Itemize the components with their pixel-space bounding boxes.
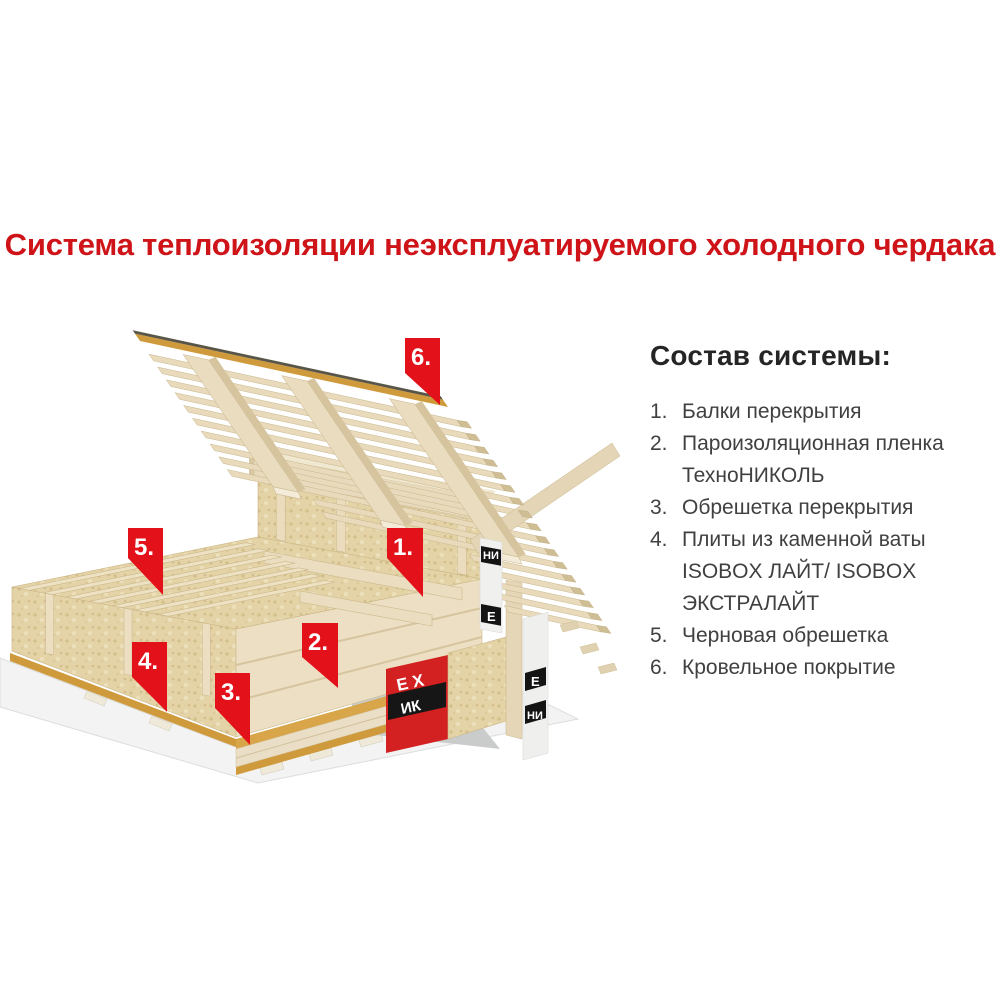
marker-3-flag [215, 673, 250, 745]
legend-item-number: 5. [650, 624, 668, 647]
marker-3-number: 3. [221, 679, 241, 706]
marker-2-flag [302, 623, 338, 688]
legend-item-number: 2. [650, 432, 668, 455]
legend-list: 1. Балки перекрытия 2. Пароизоляционная … [650, 396, 985, 684]
marker-5: 5. [128, 528, 163, 595]
insulation-system-diagram: Е Х ИК [0, 330, 620, 784]
marker-4-number: 4. [138, 648, 158, 675]
legend-item-label: Черновая обрешетка [682, 624, 889, 647]
marker-2-number: 2. [308, 629, 328, 656]
legend-item-number: 6. [650, 656, 668, 679]
marker-4: 4. [132, 642, 167, 712]
legend-item-number: 3. [650, 496, 668, 519]
brand-film-strip-lower: Е НИ [522, 611, 549, 761]
marker-5-flag [128, 528, 163, 595]
marker-3: 3. [215, 673, 250, 745]
marker-6-number: 6. [411, 344, 431, 371]
marker-5-number: 5. [134, 534, 154, 561]
legend-item-label: Кровельное покрытие [682, 656, 896, 679]
marker-1-flag [387, 528, 423, 597]
film-letter: Е [531, 674, 540, 689]
legend-item-1: 1. Балки перекрытия [650, 396, 985, 428]
legend-item-3: 3. Обрешетка перекрытия [650, 492, 985, 524]
legend-item-2: 2. Пароизоляционная пленка ТехноНИКОЛЬ [650, 428, 985, 492]
roof-covering [132, 330, 448, 407]
legend-item-number: 4. [650, 528, 668, 551]
roof-edge-beam [469, 442, 620, 554]
roof-rafters [182, 354, 526, 565]
marker-1: 1. [387, 528, 423, 597]
legend-item-4: 4. Плиты из каменной ваты ISOBOX ЛАЙТ/ I… [650, 524, 985, 620]
marker-6: 6. [405, 338, 440, 405]
film-letter: НИ [483, 550, 499, 562]
joist-end-strips [45, 592, 211, 697]
legend-item-label: Пароизоляционная пленка ТехноНИКОЛЬ [682, 432, 944, 487]
film-letter: Е [487, 609, 496, 624]
wood-post-right [505, 579, 523, 740]
legend-item-label: Плиты из каменной ваты ISOBOX ЛАЙТ/ ISOB… [682, 528, 926, 615]
marker-6-flag [405, 338, 440, 405]
marker-1-number: 1. [393, 534, 413, 561]
marker-4-flag [132, 642, 167, 712]
page-title: Система теплоизоляции неэксплуатируемого… [4, 227, 996, 262]
legend-item-number: 1. [650, 400, 668, 423]
film-letter: НИ [527, 710, 543, 722]
legend-item-label: Балки перекрытия [682, 400, 862, 423]
mineral-wool-package: Е Х ИК [386, 655, 448, 753]
wool-block-right [447, 636, 507, 740]
legend-item-5: 5. Черновая обрешетка [650, 620, 985, 652]
legend-heading: Состав системы: [650, 340, 892, 371]
distant-rafter-steps [559, 620, 618, 675]
package-letter-bottom: ИК [399, 697, 423, 718]
brand-film-strip-upper: НИ Е [479, 537, 503, 634]
legend-item-6: 6. Кровельное покрытие [650, 652, 985, 684]
legend-item-label: Обрешетка перекрытия [682, 496, 914, 519]
marker-2: 2. [302, 623, 338, 688]
batten-end-caps [456, 419, 612, 634]
system-composition-legend: Состав системы: 1. Балки перекрытия 2. П… [650, 340, 985, 684]
